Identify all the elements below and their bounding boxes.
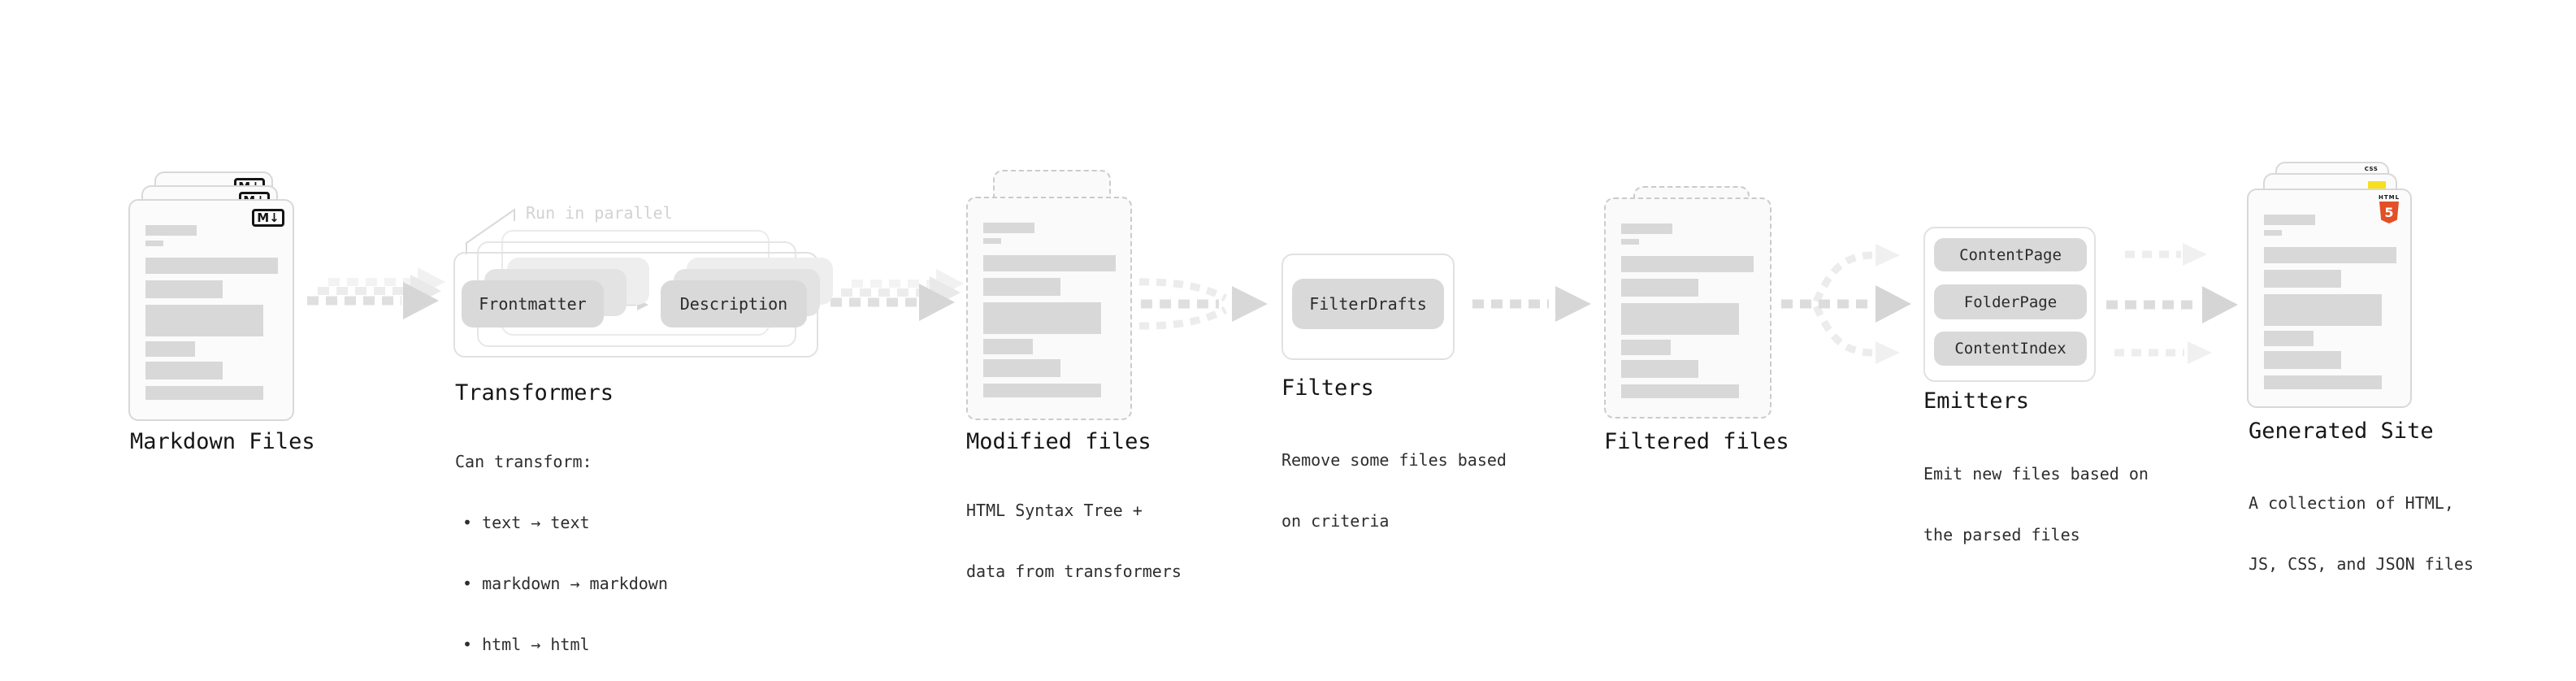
description-line: on criteria — [1281, 511, 1390, 531]
filter-box-filterdrafts: FilterDrafts — [1292, 279, 1444, 329]
stage-label-transformers: Transformers — [455, 380, 614, 406]
html5-icon-shield: 5 — [2379, 202, 2399, 223]
stage-label-emitters: Emitters — [1923, 388, 2030, 414]
description-line: • text → text — [462, 513, 590, 532]
stage-label-modified-files: Modified files — [966, 429, 1151, 454]
html5-icon-number: 5 — [2384, 205, 2394, 220]
arrow-emitters-to-generated-icon — [2106, 243, 2238, 364]
description-line: • html → html — [462, 635, 590, 654]
transformer-box-description: Description — [661, 280, 807, 327]
stage-label-generated-site: Generated Site — [2249, 419, 2434, 444]
description-line: the parsed files — [1923, 525, 2080, 544]
modified-files-description: HTML Syntax Tree + data from transformer… — [966, 461, 1182, 622]
description-line: data from transformers — [966, 562, 1182, 581]
modified-file-front — [966, 197, 1132, 420]
generated-file-html: HTML 5 — [2247, 189, 2412, 408]
description-line: Remove some files based — [1281, 450, 1507, 470]
description-line: Emit new files based on — [1923, 464, 2149, 484]
filtered-file-front — [1604, 197, 1772, 419]
filters-description: Remove some files based on criteria — [1281, 410, 1507, 571]
html5-icon: HTML 5 — [2379, 194, 2400, 223]
css-icon-label: CSS — [2364, 166, 2379, 172]
stage-label-markdown-files: Markdown Files — [130, 429, 315, 454]
markdown-icon: M↓ — [252, 209, 284, 227]
arrow-transformers-to-modified-icon — [830, 269, 964, 321]
arrow-filtered-to-emitters-icon — [1781, 244, 1911, 364]
stage-label-filters: Filters — [1281, 375, 1374, 401]
description-line: A collection of HTML, — [2249, 493, 2454, 513]
run-in-parallel-note: Run in parallel — [526, 203, 673, 223]
transformer-box-frontmatter: Frontmatter — [462, 280, 604, 327]
emitters-description: Emit new files based on the parsed files — [1923, 424, 2149, 585]
generated-site-description: A collection of HTML, JS, CSS, and JSON … — [2249, 453, 2474, 614]
description-line: HTML Syntax Tree + — [966, 501, 1143, 520]
emitter-box-folderpage: FolderPage — [1934, 284, 2087, 319]
stage-label-filtered-files: Filtered files — [1604, 429, 1789, 454]
emitter-box-contentindex: ContentIndex — [1934, 332, 2087, 366]
markdown-file-front: M↓ — [128, 199, 294, 421]
arrow-filters-to-filtered-icon — [1472, 286, 1591, 322]
description-line: • markdown → markdown — [462, 574, 668, 593]
note-connector-line — [466, 208, 515, 254]
emitter-box-contentpage: ContentPage — [1934, 238, 2087, 271]
description-line: JS, CSS, and JSON files — [2249, 554, 2474, 574]
html5-icon-label: HTML — [2379, 194, 2400, 201]
transformers-description: Can transform: • text → text • markdown … — [455, 412, 668, 681]
arrow-modified-to-filters-icon — [1138, 278, 1268, 330]
arrow-markdown-to-transformers-icon — [307, 267, 445, 319]
description-line: Can transform: — [455, 452, 592, 471]
